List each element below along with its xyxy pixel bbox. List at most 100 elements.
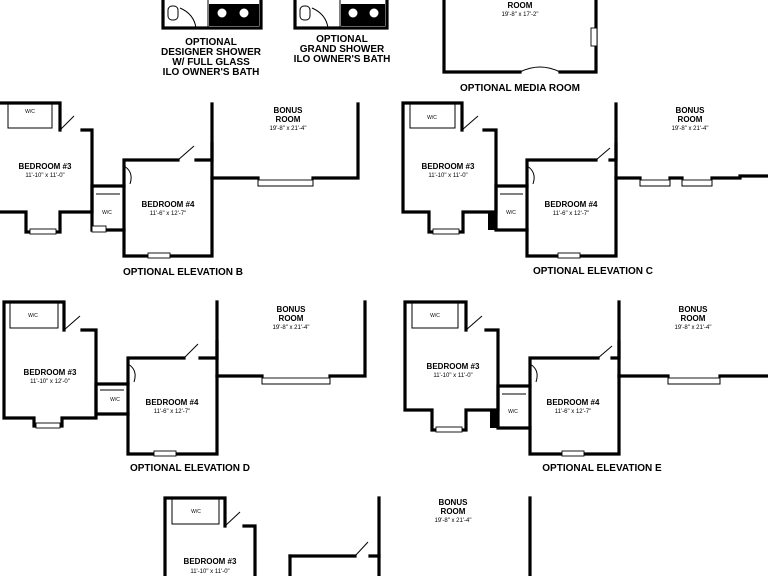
bedroom-4-window [557, 252, 581, 259]
bedroom-4-dimensions: 11'-6" x 12'-7" [150, 211, 186, 217]
grand-shower-caption: OPTIONAL GRAND SHOWER ILO OWNER'S BATH [294, 34, 391, 65]
door-swing-icon [127, 363, 136, 383]
bonus-room-label: ROOM [279, 314, 304, 323]
bedroom-3-label: BEDROOM #3 [184, 557, 237, 566]
bedroom-4-dimensions: 11'-6" x 12'-7" [553, 211, 589, 217]
sink-icon [216, 7, 228, 19]
designer-shower-outline [161, 0, 263, 30]
bonus-room-window [261, 377, 331, 385]
bonus-room-label: ROOM [678, 115, 703, 124]
bonus-room-label: BONUS [676, 106, 706, 115]
bedroom-3-label: BEDROOM #3 [19, 162, 72, 171]
bonus-room-dimensions: 19'-8" x 21'-4" [675, 325, 712, 331]
wic-label: W/C [427, 115, 437, 121]
wic-walls [411, 302, 459, 329]
bedroom-4-label: BEDROOM #4 [545, 200, 598, 209]
door-swing-icon [526, 165, 535, 185]
elevation-caption: OPTIONAL ELEVATION B [123, 267, 243, 278]
bedroom-4-walls [126, 340, 219, 456]
bonus-room-dimensions: 19'-8" x 21'-4" [273, 325, 310, 331]
toilet-icon [299, 5, 311, 21]
elevation-caption: OPTIONAL ELEVATION C [533, 266, 653, 277]
sink-icon [238, 7, 250, 19]
bedroom-3-window [435, 426, 463, 433]
bedroom-3-window [35, 422, 61, 429]
closet-stair-block [488, 212, 496, 230]
closet-window [91, 225, 107, 233]
door-swing-icon [354, 541, 369, 557]
door-swing-icon [59, 115, 75, 131]
bonus-room-dimensions: 19'-8" x 21'-4" [672, 126, 709, 132]
bonus-room-label: ROOM [441, 507, 466, 516]
wic-walls [9, 302, 59, 329]
bonus-room-bay [667, 376, 721, 385]
wic-label: W/C [508, 409, 518, 415]
elevation-b: W/C W/C BEDROOM #3 11'-10" x 11'-0" BEDR… [0, 101, 360, 278]
bonus-room-label: BONUS [679, 305, 709, 314]
bedroom-3-window [29, 228, 57, 235]
bedroom-4-window [153, 450, 177, 457]
bonus-room-bay [261, 376, 331, 385]
media-room-arch [519, 66, 561, 73]
bedroom-3-dimensions: 11'-10" x 12'-0" [30, 379, 70, 385]
designer-shower-caption-line: ILO OWNER'S BATH [163, 67, 260, 78]
bedroom-3-walls [401, 101, 498, 234]
wic-walls [171, 498, 220, 525]
grand-shower-inset [293, 0, 389, 30]
media-room-label: ROOM [508, 1, 533, 10]
wic-closet-walls [494, 184, 529, 232]
media-room-walls [442, 0, 598, 74]
door-swing-icon [461, 115, 479, 131]
door-swing-icon [529, 363, 538, 383]
designer-shower-inset [161, 0, 263, 30]
wic-label: W/C [430, 313, 440, 319]
closet-stair-block [490, 410, 498, 428]
bonus-room-label: BONUS [274, 106, 304, 115]
bedroom-4-walls [122, 142, 214, 258]
elevation-e: W/C W/C BEDROOM #3 11'-10" x 11'-0" BEDR… [403, 300, 768, 474]
bonus-room-bay [257, 178, 314, 187]
bedroom-4-label: BEDROOM #4 [146, 398, 199, 407]
bedroom-3-label: BEDROOM #3 [422, 162, 475, 171]
bonus-room-dimensions: 19'-8" x 21'-4" [270, 126, 307, 132]
elevation-caption: OPTIONAL ELEVATION D [130, 463, 250, 474]
bedroom-3-walls [163, 496, 257, 576]
bonus-room-label: ROOM [276, 115, 301, 124]
bedroom-4-window [561, 450, 585, 457]
grand-shower-caption-line: GRAND SHOWER [300, 44, 385, 55]
designer-shower-vanity [209, 4, 259, 26]
bedroom-3-dimensions: 11'-10" x 11'-0" [25, 173, 64, 179]
wic-label: W/C [191, 509, 201, 515]
bonus-room-window [667, 377, 721, 385]
bedroom-3-walls [403, 300, 500, 432]
elevation-caption: OPTIONAL ELEVATION E [542, 463, 662, 474]
bedroom-4-label: BEDROOM #4 [142, 200, 195, 209]
bedroom-3-dimensions: 11'-10" x 11'-0" [428, 173, 467, 179]
designer-shower-caption-line: DESIGNER SHOWER [161, 47, 262, 58]
wic-label: W/C [506, 210, 516, 216]
bonus-room-dimensions: 19'-8" x 21'-4" [435, 518, 472, 524]
wic-label: W/C [28, 313, 38, 319]
bedroom-4-label: BEDROOM #4 [547, 398, 600, 407]
elevation-f: W/C BEDROOM #3 11'-10" x 11'-0" BONUS RO… [163, 496, 532, 576]
grand-shower-caption-line: ILO OWNER'S BATH [294, 54, 391, 65]
bonus-room-window [639, 179, 671, 187]
door-swing-icon [465, 315, 483, 331]
bedroom-4-dimensions: 11'-6" x 12'-7" [154, 409, 190, 415]
bonus-room-label: ROOM [681, 314, 706, 323]
door-swing-icon [224, 511, 241, 527]
bedroom-3-label: BEDROOM #3 [427, 362, 480, 371]
elevation-d: W/C W/C BEDROOM #3 11'-10" x 12'-0" BEDR… [2, 300, 367, 474]
bedroom-4-window [147, 252, 171, 259]
bedroom-4-dimensions: 11'-6" x 12'-7" [555, 409, 591, 415]
sink-icon [368, 7, 380, 19]
bonus-room-bay [639, 178, 713, 187]
bonus-room-window [257, 179, 314, 187]
bedroom-3-label: BEDROOM #3 [24, 368, 77, 377]
bonus-room-label: BONUS [277, 305, 307, 314]
door-swing-icon [123, 165, 132, 185]
designer-shower-caption: OPTIONAL DESIGNER SHOWER W/ FULL GLASS I… [161, 37, 262, 78]
bedroom-3-window [432, 228, 460, 235]
door-swing-icon [183, 343, 199, 359]
